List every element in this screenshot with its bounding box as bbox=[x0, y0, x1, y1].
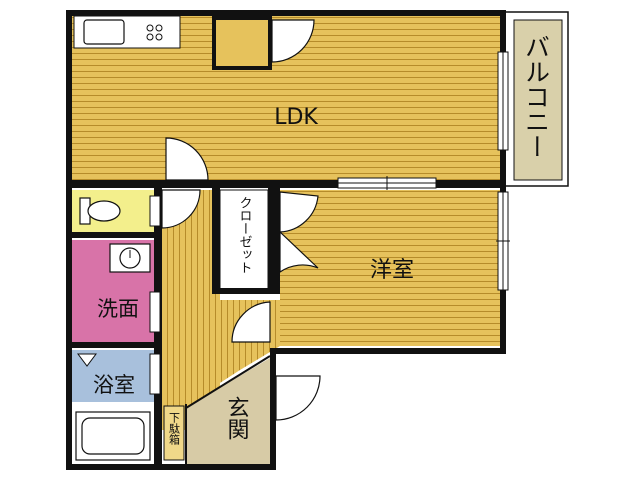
door-swing-icon bbox=[165, 137, 209, 181]
bath-door-mark bbox=[77, 353, 97, 367]
label-entrance: 玄関 bbox=[224, 396, 249, 440]
door-swing-icon bbox=[231, 301, 271, 343]
door-swing-icon bbox=[271, 19, 315, 63]
kitchen-sink-icon bbox=[83, 19, 125, 45]
window-icon bbox=[337, 176, 437, 190]
window-icon bbox=[497, 51, 509, 151]
label-bathroom: 浴室 bbox=[93, 373, 135, 397]
washbasin-icon bbox=[109, 243, 151, 273]
label-balcony: バルコニー bbox=[522, 34, 551, 159]
label-closet: クローゼット bbox=[237, 196, 253, 274]
closet bbox=[219, 189, 269, 291]
shoe-box bbox=[163, 405, 185, 461]
label-ldk: LDK bbox=[274, 105, 318, 130]
door-swing-icon bbox=[279, 230, 319, 274]
door-swing-icon bbox=[161, 189, 201, 229]
bathtub-icon bbox=[75, 411, 151, 461]
gas-stove-icon bbox=[146, 24, 163, 41]
balcony bbox=[503, 11, 569, 187]
door-swing-icon bbox=[275, 375, 321, 421]
label-shoe-box: 下駄箱 bbox=[168, 412, 181, 446]
storage-unit bbox=[216, 20, 268, 66]
label-washroom: 洗面 bbox=[97, 297, 139, 321]
door-swing-icon bbox=[279, 191, 319, 233]
window-icon bbox=[496, 191, 510, 291]
window-icon bbox=[149, 353, 161, 395]
window-icon bbox=[149, 291, 161, 333]
kitchen-counter bbox=[73, 15, 181, 49]
toilet-icon bbox=[79, 197, 121, 225]
label-western-room: 洋室 bbox=[370, 258, 414, 283]
entrance-floor bbox=[186, 358, 270, 464]
window-icon bbox=[149, 195, 161, 227]
